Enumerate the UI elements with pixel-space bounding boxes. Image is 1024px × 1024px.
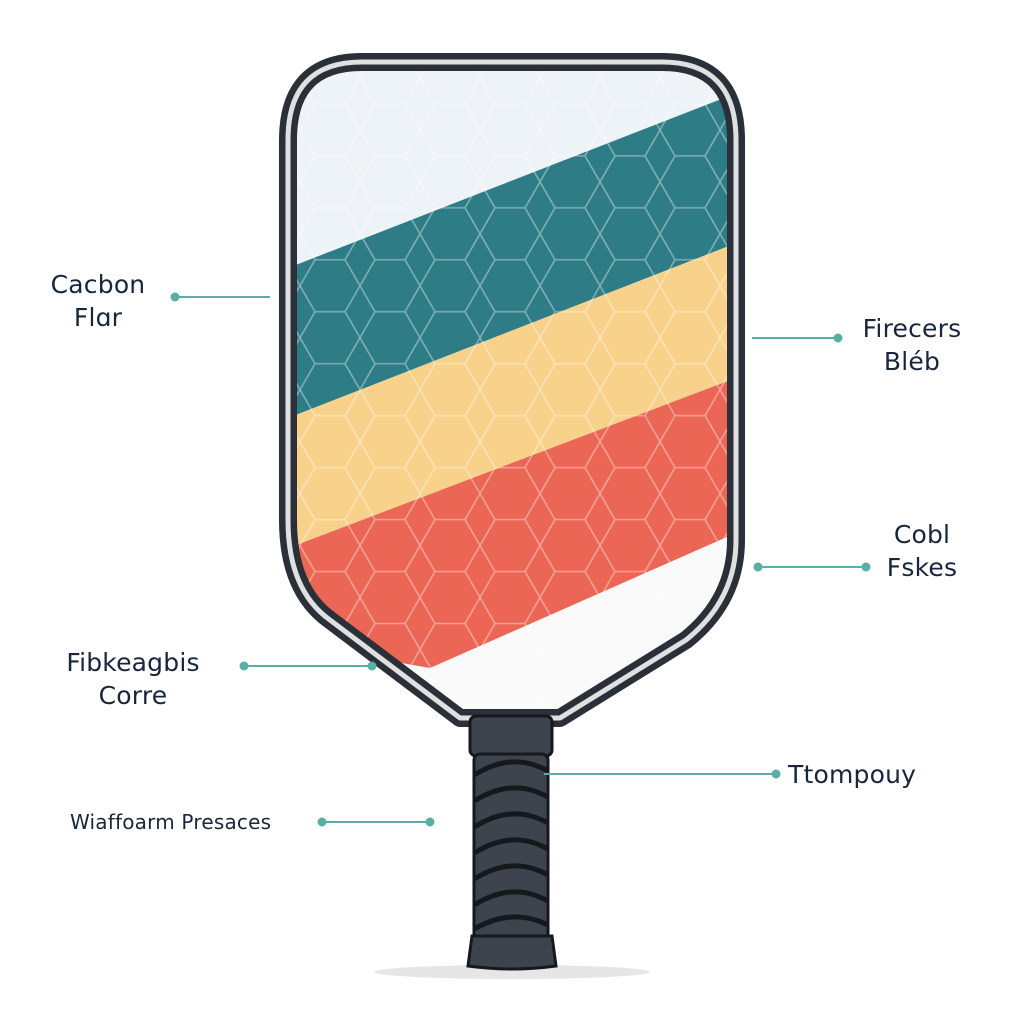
label-carbon-line1: Cacbon: [50, 270, 146, 299]
label-grip: Ttompouy: [788, 758, 958, 791]
label-fibers: Firecers Bléb: [850, 312, 974, 378]
grip-wrap-lines: [473, 759, 549, 931]
label-core-line1: Fibkeagbis: [66, 648, 200, 677]
label-waffle-line1: Wiaffoarm Presaces: [70, 810, 272, 834]
label-coal-line1: Cobl: [893, 520, 951, 549]
ground-shadow: [374, 965, 650, 979]
butt-cap: [466, 934, 558, 971]
label-carbon-face: Cacbon Flɑr: [36, 268, 160, 334]
honeycomb-texture: [288, 62, 736, 718]
label-coal-line2: Fskes: [886, 553, 958, 582]
leader-core: [239, 661, 377, 671]
handle-throat: [468, 714, 554, 758]
paddle-face: [288, 62, 736, 718]
label-coal: Cobl Fskes: [870, 518, 974, 584]
leader-lines: [170, 292, 871, 827]
label-carbon-line2: Flɑr: [73, 303, 123, 332]
leader-waffle: [317, 817, 435, 827]
label-fibers-line1: Firecers: [862, 314, 962, 343]
label-waffle: Wiaffoarm Presaces: [70, 809, 310, 835]
label-core: Fibkeagbis Corre: [60, 646, 206, 712]
label-fibers-line2: Bléb: [883, 347, 941, 376]
handle: [466, 714, 558, 971]
paddle-inner-edge: [285, 59, 739, 721]
leader-grip: [544, 769, 781, 779]
leader-coal: [753, 562, 871, 572]
label-core-line2: Corre: [98, 681, 168, 710]
leader-fibers: [752, 333, 843, 343]
label-grip-line1: Ttompouy: [788, 760, 917, 789]
leader-carbon: [170, 292, 270, 302]
